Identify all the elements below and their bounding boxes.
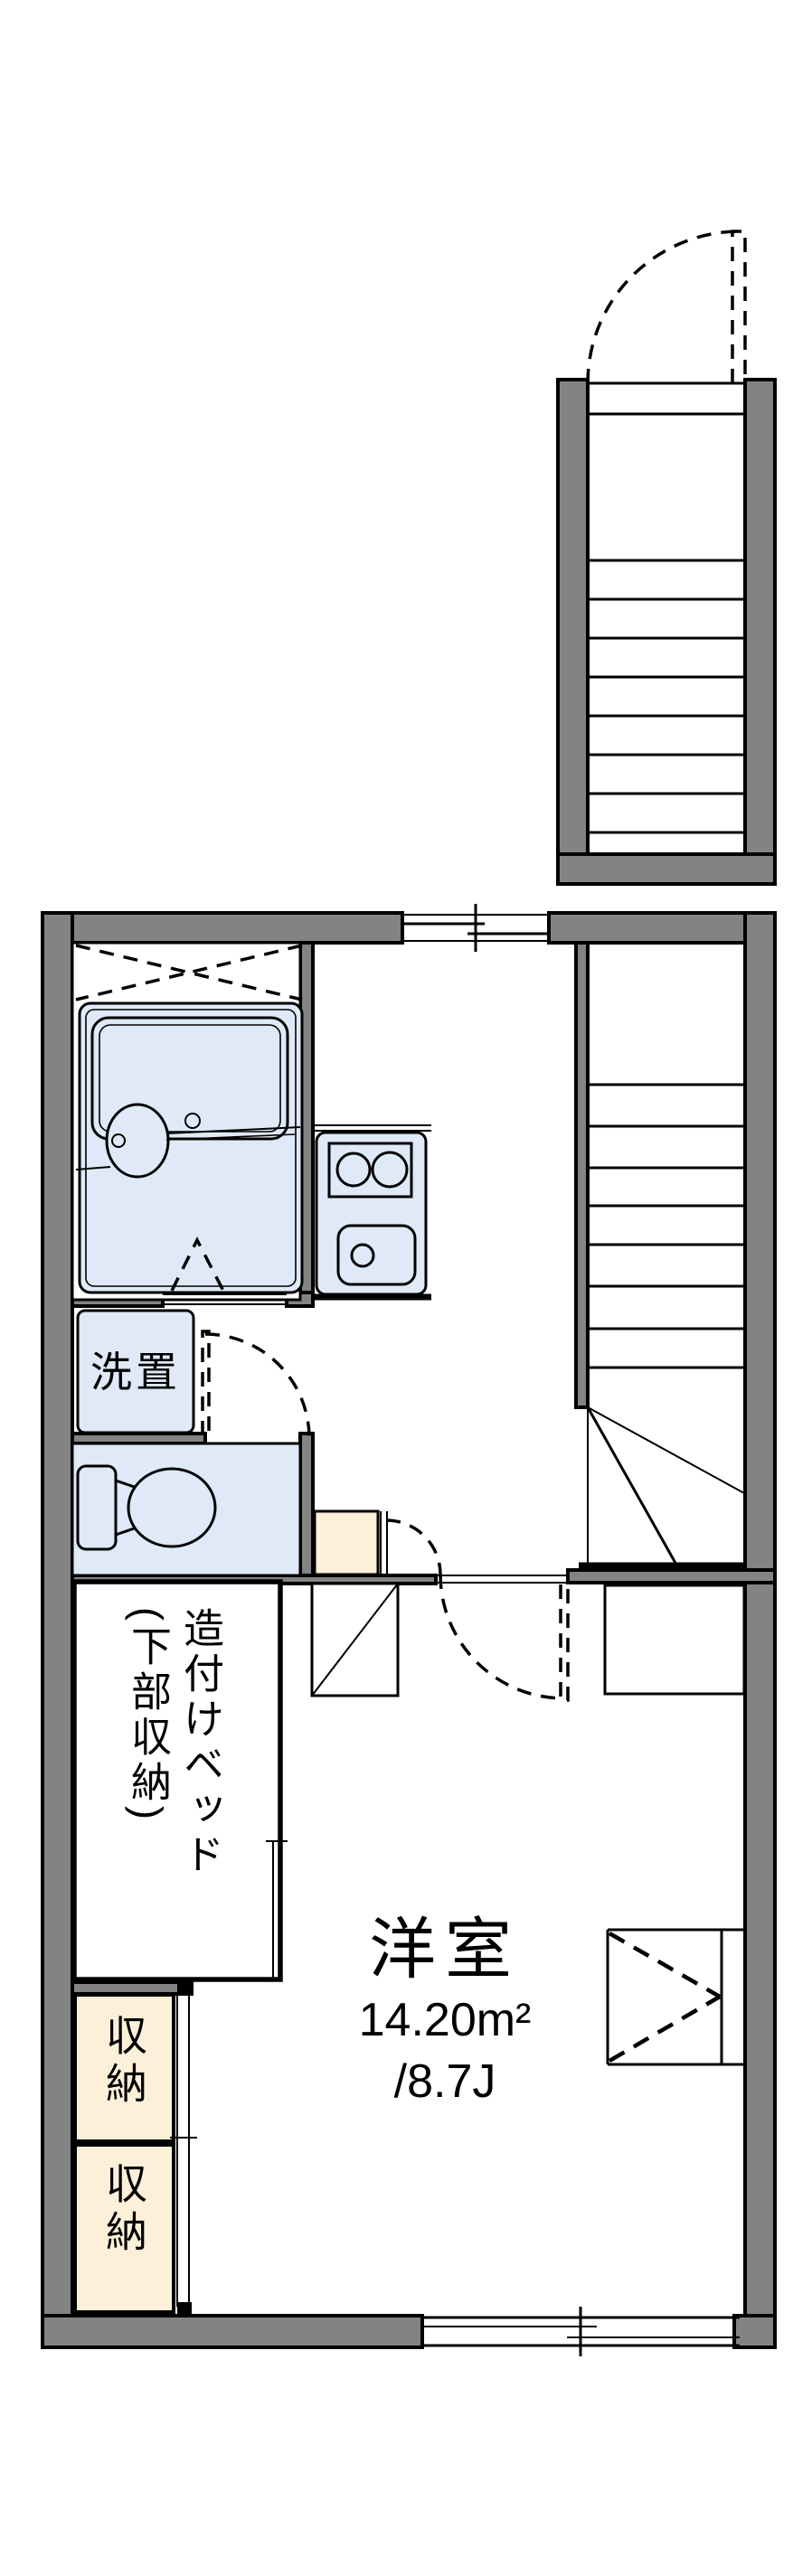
winder-step-line1	[587, 1406, 745, 1494]
cabinet-dash2	[608, 1995, 722, 2063]
winder-step-line2	[586, 1406, 678, 1565]
entrance-step	[313, 1509, 442, 1576]
wall-top-left	[41, 911, 404, 945]
storage-box-bottom	[73, 2143, 175, 2314]
understair-wall	[566, 1568, 777, 1584]
toilet-door-leaf	[201, 1330, 211, 1435]
closet-top-stub	[71, 1980, 194, 1996]
stair-wall-left	[556, 378, 590, 886]
bed-box	[71, 1579, 283, 1982]
toilet-door-swing-arc	[204, 1332, 311, 1439]
interior-staircase	[579, 1083, 745, 1569]
shoe-counter	[310, 1582, 400, 1697]
room-name-label: 洋室	[369, 1912, 521, 1987]
kitchen-unit	[315, 1131, 428, 1296]
overhead-x-mark	[75, 944, 303, 1001]
exterior-staircase	[556, 230, 777, 886]
bed-label-line1: 造付けベッド	[177, 1607, 223, 1878]
storage-closets	[73, 1983, 197, 2315]
closet-stub-top	[177, 1983, 192, 1995]
room-labels: 洋室 14.20m² /8.7J	[359, 1912, 532, 2108]
washbasin-drain	[111, 1133, 126, 1148]
bathroom	[71, 941, 304, 1305]
sink-drain	[350, 1243, 375, 1268]
overhead-x-mark	[75, 944, 303, 1001]
kitchen	[313, 1124, 431, 1301]
washbasin	[105, 1103, 170, 1179]
room-door-leaf	[559, 1584, 570, 1702]
bath-step-line	[75, 1166, 111, 1170]
cabinet-dash1	[608, 1932, 722, 1998]
toilet-top-wall	[71, 1432, 207, 1445]
entrance-step-floor	[313, 1509, 380, 1576]
outer-walls	[41, 911, 777, 2349]
step-door-swing-arc	[385, 1518, 442, 1575]
entry-door-leaf	[731, 230, 747, 383]
laundry-label: 洗置	[90, 1349, 181, 1396]
stove-burner-left	[335, 1152, 372, 1188]
bath-counter-edge	[165, 1126, 301, 1134]
shoe-counter-diagonal	[311, 1583, 399, 1697]
bed-label: 造付けベッド (下部収納)	[121, 1607, 226, 1969]
wall-bottom-left	[41, 2314, 424, 2349]
stair-treads-interior	[588, 1083, 745, 1369]
room-door	[438, 1574, 570, 1702]
wall-right	[743, 911, 777, 2349]
built-in-bed	[71, 1579, 288, 1982]
room-area-tatami-label: /8.7J	[394, 2055, 496, 2108]
bath-unit-inner-line	[85, 1009, 297, 1287]
stair-wall-bottom	[556, 852, 777, 886]
understair-counter	[603, 1584, 746, 1696]
room-door-swing-arc	[439, 1574, 565, 1700]
toilet-room	[71, 1330, 311, 1577]
stair-treads-upper	[588, 559, 745, 834]
wall-top-right	[547, 911, 777, 945]
toilet-tank	[76, 1464, 118, 1551]
storage-box-top	[73, 1993, 175, 2143]
bath-counter-edge2	[165, 1133, 296, 1141]
bathroom-folding-door	[170, 1236, 225, 1292]
room-area-sqm-label: 14.20m²	[359, 1994, 532, 2046]
wall-cabinet	[606, 1928, 745, 2066]
toilet-right-wall	[298, 1432, 315, 1585]
stair-wall-right	[743, 378, 777, 886]
storage-bottom-label: 収納	[100, 2162, 147, 2258]
stove	[327, 1142, 413, 1199]
kitchen-sink	[336, 1224, 417, 1286]
wall-left	[41, 911, 74, 2349]
window-south	[422, 2307, 740, 2356]
bathtub-drain	[184, 1113, 201, 1129]
washer-box	[76, 1309, 195, 1434]
stairwell-left-wall	[574, 941, 590, 1409]
toilet-bowl	[127, 1467, 217, 1548]
closet-stub-bottom	[177, 2302, 192, 2315]
entrance-sliding-door	[402, 904, 549, 952]
wall-bottom-right	[732, 2314, 777, 2349]
bed-label-line2: (下部収納)	[125, 1607, 171, 1824]
entry-door-swing-arc	[586, 230, 741, 384]
laundry-space: 洗置	[76, 1309, 195, 1434]
storage-top-label: 収納	[100, 2014, 147, 2110]
stove-burner-right	[371, 1151, 409, 1189]
